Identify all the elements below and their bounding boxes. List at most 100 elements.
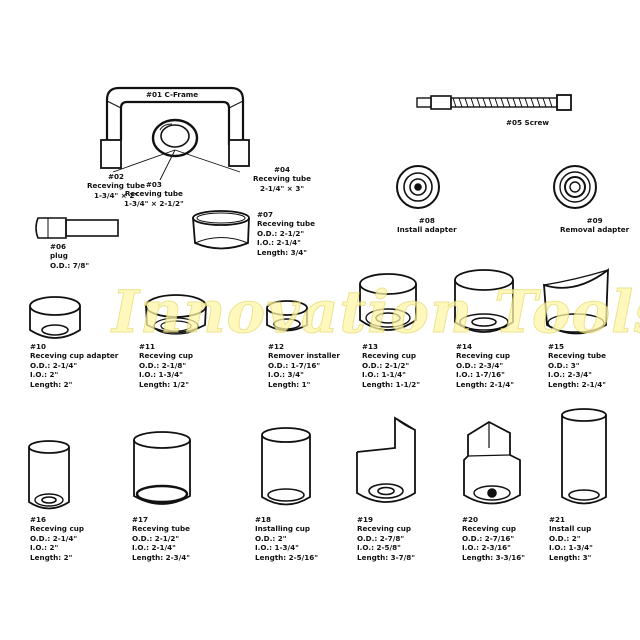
label-line: I.O.: 2-1/4"	[132, 543, 176, 553]
label-line: I.O.: 2"	[30, 370, 59, 380]
label-line: Receving tube	[548, 351, 607, 361]
label-line: Length: 1-1/2"	[362, 379, 421, 389]
label-line: #07	[257, 210, 274, 219]
label-line: #13	[362, 342, 379, 351]
label-line: O.D.: 2-7/8"	[357, 533, 405, 543]
label-line: O.D.: 2-1/2"	[257, 228, 305, 238]
install-adapter-drawing	[396, 165, 440, 209]
label-line: Install adapter	[397, 225, 457, 235]
label-line: #15	[548, 342, 565, 351]
label-line: Receving cup	[30, 524, 84, 534]
label-line: Length: 3/4"	[257, 247, 308, 257]
label-line: I.O.: 3/4"	[268, 370, 304, 380]
label-line: I.O.: 1-3/4"	[139, 370, 183, 380]
label-line: O.D.: 2"	[255, 533, 287, 543]
receiving-cup-14-drawing	[454, 269, 514, 333]
label-line: O.D.: 1-7/16"	[268, 360, 321, 370]
label-line: #09	[586, 216, 603, 225]
label-line: Length: 1/2"	[139, 379, 190, 389]
label-line: #01 C-Frame	[146, 90, 199, 99]
label-line: #11	[139, 342, 156, 351]
label-line: Length: 2-1/4"	[548, 379, 607, 389]
remover-installer-12-drawing	[266, 300, 308, 332]
label-line: #21	[549, 515, 566, 524]
label-line: Length: 2-1/4"	[456, 379, 515, 389]
label-line: Receving tube	[87, 181, 146, 191]
label-line: Length: 1"	[268, 379, 311, 389]
label-line: O.D.: 3"	[548, 360, 580, 370]
label-01: #01 C-Frame	[146, 90, 198, 99]
label-line: Length: 2-3/4"	[132, 552, 191, 562]
installing-cup-18-drawing	[261, 427, 311, 506]
label-line: I.O.: 2-3/16"	[462, 543, 511, 553]
label-line: #10	[30, 342, 47, 351]
c-frame-drawing	[100, 86, 250, 169]
label-line: Receving cup	[456, 351, 510, 361]
plug-drawing	[35, 217, 119, 239]
label-line: I.O.: 1-3/4"	[549, 543, 593, 553]
label-line: Length: 2-5/16"	[255, 552, 319, 562]
label-line: 1-3/4" × 2"	[93, 190, 139, 200]
label-line: Receving cup	[139, 351, 193, 361]
label-line: plug	[50, 251, 68, 261]
receiving-tube-17-drawing	[133, 431, 191, 505]
label-line: O.D.: 7/8"	[50, 260, 90, 270]
label-line: Length: 2"	[30, 552, 73, 562]
screw-drawing	[416, 94, 572, 111]
label-line: I.O.: 2-1/4"	[257, 238, 301, 248]
label-line: I.O.: 1-1/4"	[362, 370, 406, 380]
label-line: O.D.: 2"	[549, 533, 581, 543]
label-line: Length: 3-7/8"	[357, 552, 416, 562]
label-line: O.D.: 2-1/4"	[30, 533, 78, 543]
receiving-cup-20-drawing	[463, 420, 521, 505]
cup-adapter-10-drawing	[29, 296, 81, 339]
label-line: Receving cup	[362, 351, 416, 361]
label-line: #05 Screw	[506, 118, 550, 127]
label-line: O.D.: 2-3/4"	[456, 360, 504, 370]
install-cup-21-drawing	[561, 408, 607, 505]
receiving-cup-16-drawing	[28, 440, 70, 510]
receiving-cup-11-drawing	[145, 294, 207, 335]
label-line: I.O.: 2-3/4"	[548, 370, 592, 380]
label-line: O.D.: 2-7/16"	[462, 533, 515, 543]
label-line: #16	[30, 515, 47, 524]
label-line: I.O.: 2-5/8"	[357, 543, 401, 553]
label-line: #14	[456, 342, 473, 351]
label-line: O.D.: 2-1/8"	[139, 360, 187, 370]
label-line: 1-3/4" × 2-1/2"	[124, 198, 184, 208]
label-line: #18	[255, 515, 272, 524]
label-line: Installing cup	[255, 524, 311, 534]
watermark: Innovation Tools	[112, 278, 640, 347]
label-line: Receving tube	[124, 189, 183, 199]
label-line: I.O.: 1-7/16"	[456, 370, 505, 380]
label-line: Remover installer	[268, 351, 340, 361]
label-05: #05 Screw	[506, 118, 549, 127]
label-line: #03	[145, 180, 162, 189]
label-line: Receving cup	[357, 524, 411, 534]
receiving-cup-19-drawing	[356, 416, 416, 503]
removal-adapter-drawing	[553, 165, 597, 209]
label-line: I.O.: 1-3/4"	[255, 543, 299, 553]
receiving-tube-15-drawing	[543, 268, 609, 335]
label-line: #02	[108, 172, 125, 181]
label-line: #04	[274, 165, 291, 174]
label-line: Length: 3-3/16"	[462, 552, 526, 562]
label-line: Receving tube	[253, 174, 312, 184]
